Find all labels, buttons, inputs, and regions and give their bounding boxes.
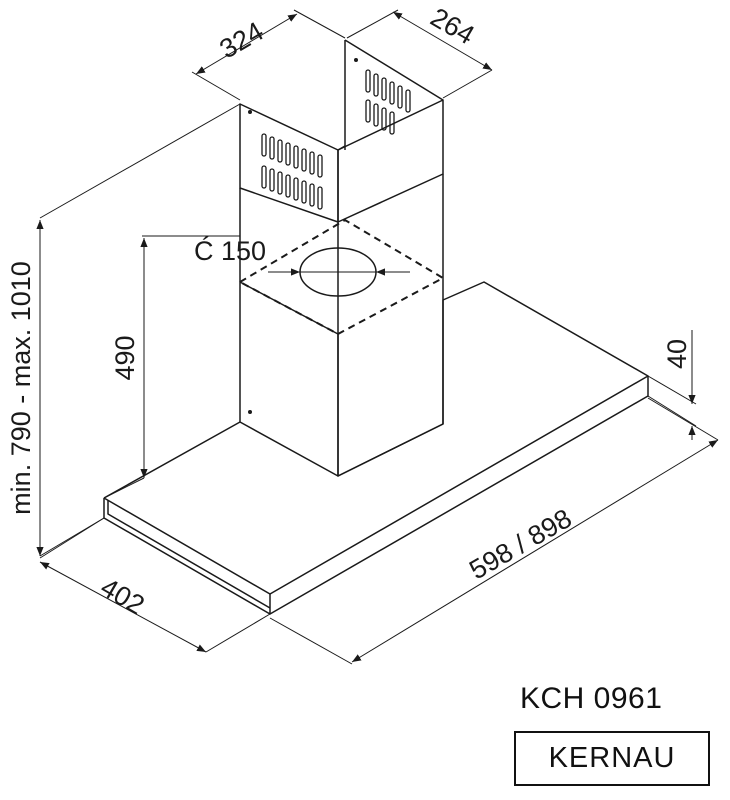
label-hood-depth: 402 — [95, 572, 149, 621]
lower-chimney-right-face — [337, 280, 444, 477]
dim-line-324 — [195, 13, 298, 75]
vent-slots — [261, 69, 411, 210]
label-chimney-width: 324 — [214, 16, 268, 65]
label-canopy-thickness: 40 — [662, 339, 692, 369]
canopy-right-face — [269, 376, 649, 615]
dim-line-402 — [39, 561, 207, 653]
brand-logo-box: KERNAU — [514, 731, 710, 786]
label-chimney-height: 490 — [110, 335, 140, 380]
dim-line-width — [351, 439, 719, 663]
label-duct-diameter: Ć 150 — [194, 235, 266, 266]
lower-chimney-left-face — [239, 281, 339, 477]
label-total-height: min. 790 - max. 1010 — [6, 261, 36, 515]
top-cutout-outline — [237, 218, 446, 336]
dim-line-264 — [392, 11, 493, 71]
upper-chimney-back-panel — [344, 39, 444, 101]
label-chimney-depth: 264 — [425, 2, 479, 51]
upper-chimney-left-face — [239, 103, 339, 223]
canopy-top — [103, 281, 649, 595]
model-number: KCH 0961 — [520, 682, 663, 715]
label-hood-width: 598 / 898 — [464, 503, 577, 585]
brand-name: KERNAU — [548, 742, 676, 774]
